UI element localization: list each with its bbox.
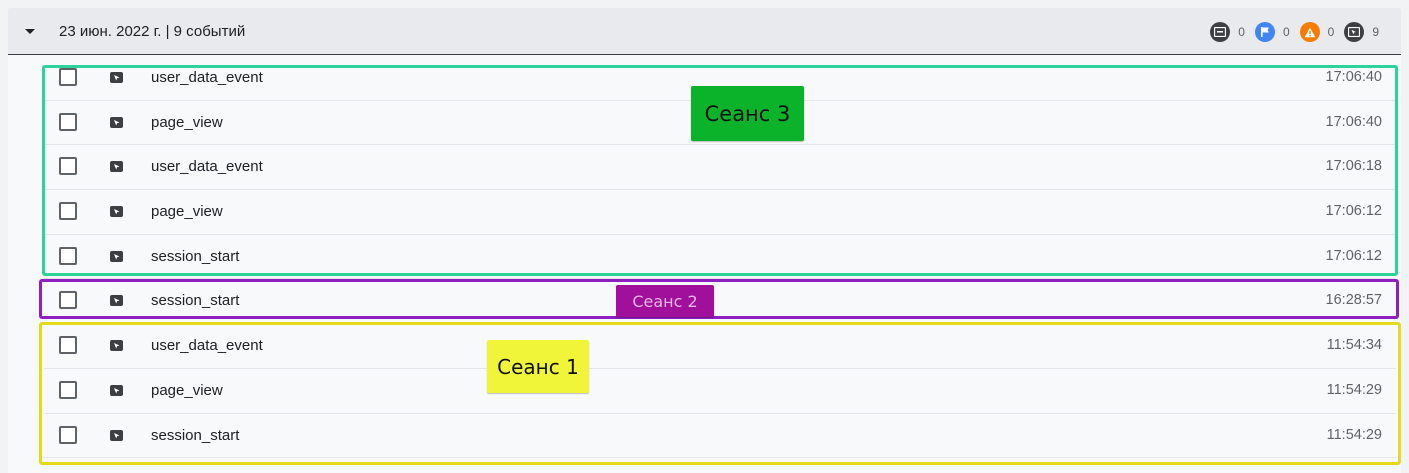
cursor-event-counter: 9 bbox=[1344, 22, 1379, 42]
cursor-event-icon bbox=[110, 72, 123, 83]
event-time: 17:06:12 bbox=[1325, 203, 1382, 220]
event-time: 17:06:18 bbox=[1325, 158, 1382, 175]
screen-event-counter: 0 bbox=[1210, 22, 1245, 42]
row-checkbox[interactable] bbox=[59, 380, 77, 399]
collapse-caret-icon[interactable] bbox=[25, 29, 35, 34]
session-3-label: Сеанс 3 bbox=[691, 86, 804, 141]
event-name[interactable]: page_view bbox=[151, 113, 223, 131]
row-checkbox[interactable] bbox=[59, 336, 77, 355]
event-name[interactable]: page_view bbox=[151, 203, 223, 221]
cursor-event-icon bbox=[110, 295, 123, 307]
event-time: 11:54:29 bbox=[1326, 426, 1382, 443]
event-name[interactable]: user_data_event bbox=[151, 337, 263, 355]
row-checkbox[interactable] bbox=[59, 202, 77, 221]
screen-event-icon bbox=[1210, 22, 1231, 42]
cursor-event-icon bbox=[1344, 22, 1365, 42]
cursor-event-icon bbox=[110, 116, 123, 128]
warning-counter: 0 bbox=[1299, 22, 1335, 42]
row-checkbox[interactable] bbox=[59, 425, 77, 444]
table-row[interactable]: session_start 16:28:57 bbox=[44, 279, 1396, 325]
session-1-label: Сеанс 1 bbox=[487, 340, 589, 393]
day-group-title: 23 июн. 2022 г. | 9 событий bbox=[59, 23, 246, 40]
table-row[interactable]: session_start 17:06:12 bbox=[44, 234, 1396, 280]
event-time: 16:28:57 bbox=[1325, 292, 1382, 309]
event-name[interactable]: page_view bbox=[151, 381, 223, 399]
event-name[interactable]: session_start bbox=[151, 247, 240, 265]
event-time: 11:54:34 bbox=[1326, 337, 1382, 354]
flag-counter: 0 bbox=[1254, 22, 1290, 42]
table-row[interactable]: page_view 17:06:12 bbox=[44, 190, 1396, 235]
table-row[interactable]: session_start 11:54:29 bbox=[44, 413, 1396, 459]
screen-event-count: 0 bbox=[1238, 25, 1245, 39]
event-time: 17:06:40 bbox=[1325, 113, 1382, 130]
event-name[interactable]: session_start bbox=[151, 426, 240, 444]
row-checkbox[interactable] bbox=[59, 246, 77, 265]
warning-count: 0 bbox=[1327, 25, 1335, 39]
warning-icon bbox=[1299, 22, 1320, 42]
event-name[interactable]: user_data_event bbox=[151, 69, 263, 86]
day-group-header[interactable]: 23 июн. 2022 г. | 9 событий 0 0 bbox=[8, 8, 1401, 55]
event-time: 17:06:12 bbox=[1325, 247, 1382, 264]
cursor-event-icon bbox=[110, 384, 123, 396]
table-row[interactable]: page_view 11:54:29 bbox=[44, 368, 1396, 414]
cursor-event-count: 9 bbox=[1372, 25, 1379, 39]
event-type-counters: 0 0 0 bbox=[1200, 22, 1379, 42]
cursor-event-icon bbox=[110, 250, 123, 262]
flag-count: 0 bbox=[1282, 25, 1290, 39]
cursor-event-icon bbox=[110, 161, 123, 173]
flag-icon bbox=[1254, 22, 1275, 42]
row-checkbox[interactable] bbox=[59, 68, 77, 86]
cursor-event-icon bbox=[110, 340, 123, 352]
event-time: 11:54:29 bbox=[1326, 381, 1382, 398]
table-row[interactable]: user_data_event 17:06:18 bbox=[44, 145, 1396, 191]
table-row[interactable]: user_data_event 11:54:34 bbox=[44, 324, 1396, 369]
event-time: 17:06:40 bbox=[1325, 69, 1382, 85]
row-checkbox[interactable] bbox=[59, 291, 77, 310]
session-2-label: Сеанс 2 bbox=[616, 285, 714, 317]
cursor-event-icon bbox=[110, 206, 123, 218]
row-checkbox[interactable] bbox=[59, 157, 77, 176]
row-checkbox[interactable] bbox=[59, 112, 77, 131]
event-name[interactable]: session_start bbox=[151, 292, 240, 310]
event-name[interactable]: user_data_event bbox=[151, 158, 263, 176]
cursor-event-icon bbox=[110, 429, 123, 441]
